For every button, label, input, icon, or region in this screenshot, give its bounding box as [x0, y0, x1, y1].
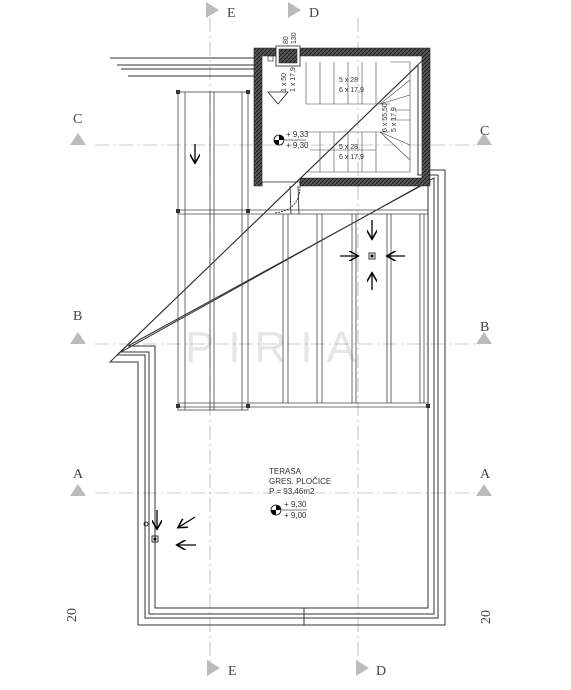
terrace-finish: GRES. PLOČICE: [269, 477, 331, 486]
pergola-posts: [176, 90, 430, 408]
axis-label-e-top: E: [227, 6, 236, 21]
stair-note-lower-1: 5 x 28: [339, 144, 358, 151]
terrace-area: P = 93,46m2: [269, 487, 315, 496]
axis-marker-b-left: [70, 332, 86, 344]
chimney-dim-1: 80: [283, 36, 290, 44]
chimney-dim-2: 130: [291, 32, 298, 44]
axis-marker-e-top: [206, 2, 219, 18]
terrace-name: TERASA: [269, 467, 302, 476]
axis-markers: [70, 2, 492, 676]
drain-points: [143, 252, 376, 543]
axis-label-b-left: B: [73, 309, 82, 324]
pergola-structure: [177, 91, 428, 411]
axis-marker-c-right: [476, 133, 492, 145]
margin-number-right: 20: [479, 610, 494, 624]
axis-label-b-right: B: [480, 320, 489, 335]
axis-marker-a-left: [70, 484, 86, 496]
stair-note-upper-2: 6 x 17,9: [339, 87, 364, 94]
stair-level-bottom: + 9,30: [286, 141, 309, 150]
drainage-arrows: [157, 144, 405, 545]
axis-label-e-bottom: E: [228, 664, 237, 679]
watermark: PIRIA: [185, 323, 370, 372]
axis-label-c-left: C: [73, 112, 82, 127]
stair-note-upper-1: 5 x 28: [339, 77, 358, 84]
stair-note-lower-2: 6 x 17,9: [339, 154, 364, 161]
slope-arrow-icon: [179, 516, 196, 527]
stair-tower: [253, 45, 431, 187]
axis-label-d-top: D: [309, 6, 319, 21]
stair-landing-arrow: [267, 91, 289, 105]
terrace-level-bottom: + 9,00: [284, 511, 307, 520]
axis-label-d-bottom: D: [376, 664, 386, 679]
axis-marker-d-bottom: [356, 660, 369, 676]
terrace-level-top: + 9,30: [284, 500, 307, 509]
margin-number-left: 20: [65, 608, 80, 622]
stair-note-right-2: 5 x 17,9: [391, 107, 398, 132]
axis-marker-c-left: [70, 133, 86, 145]
axis-label-c-right: C: [480, 124, 489, 139]
axis-marker-d-top: [288, 2, 301, 18]
axis-marker-b-right: [476, 332, 492, 344]
door-swing: [261, 181, 301, 215]
axis-label-a-right: A: [480, 467, 491, 482]
stair-treads: [305, 61, 411, 173]
axis-label-a-left: A: [73, 467, 84, 482]
stair-note-right-1: 6 x 55,50: [382, 103, 389, 132]
level-marker-terrace: [270, 504, 307, 516]
axis-marker-a-right: [476, 484, 492, 496]
stair-note-side-2: 1 x 17,9: [290, 67, 297, 92]
stair-note-side-1: 1 x 50: [281, 73, 288, 92]
axis-marker-e-bottom: [207, 660, 220, 676]
drain-icon: [151, 535, 159, 543]
level-marker-stair: [273, 134, 306, 146]
stair-level-top: + 9,33: [286, 130, 309, 139]
drain-icon: [368, 252, 376, 260]
